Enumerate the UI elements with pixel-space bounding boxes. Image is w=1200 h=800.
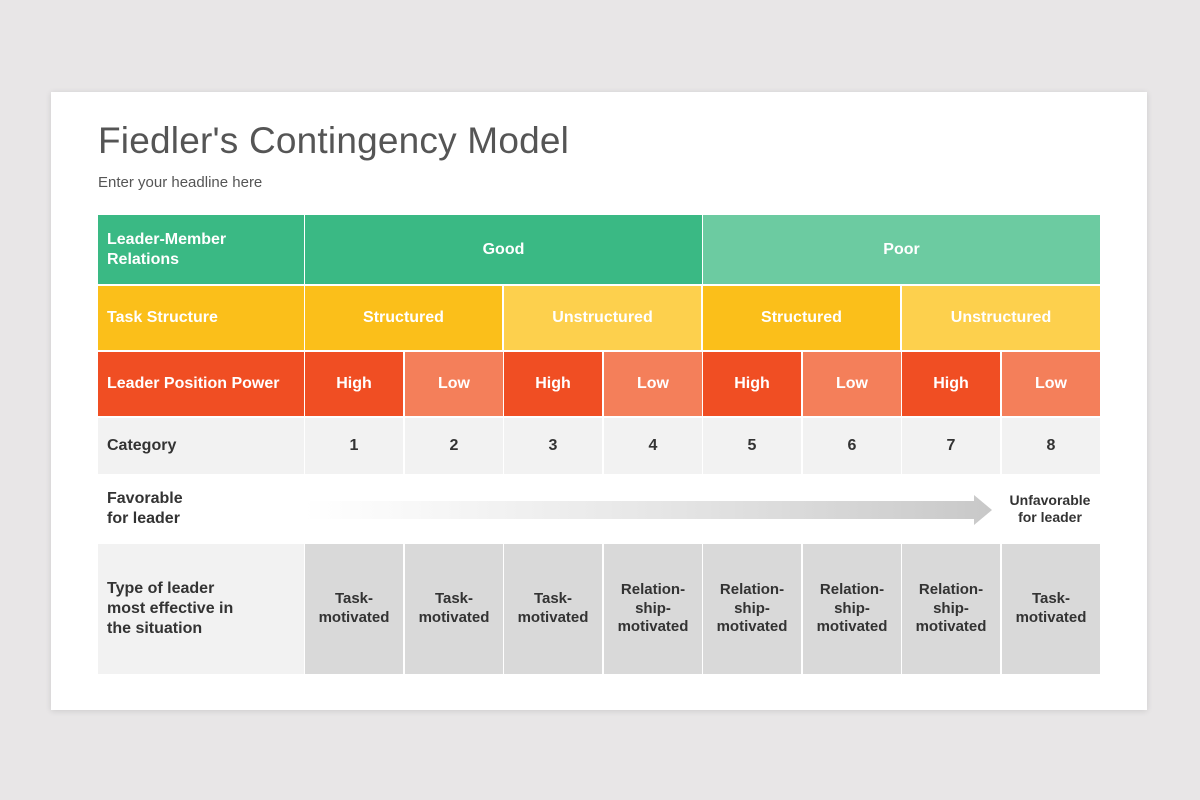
power-row: Leader Position Power High Low High Low … [98, 352, 1100, 416]
task-label: Task Structure [98, 286, 304, 350]
arrow-right-icon [304, 495, 992, 525]
category-cell: 2 [405, 418, 503, 474]
power-cell: Low [604, 352, 702, 416]
leader-type-cell: Relation-ship-motivated [703, 544, 801, 674]
page-title: Fiedler's Contingency Model [98, 120, 570, 161]
leader-type-cell: Relation-ship-motivated [803, 544, 901, 674]
power-cell: High [305, 352, 403, 416]
category-cell: 7 [902, 418, 1000, 474]
leader-type-cell: Task-motivated [405, 544, 503, 674]
category-label: Category [98, 418, 304, 474]
leader-type-cell: Relation-ship-motivated [902, 544, 1000, 674]
favorability-arrow [304, 476, 1004, 542]
leader-type-row: Type of leader most effective in the sit… [98, 544, 1100, 674]
task-cell: Structured [703, 286, 900, 350]
power-cell: Low [405, 352, 503, 416]
power-cell: High [504, 352, 602, 416]
leader-type-cell: Task-motivated [305, 544, 403, 674]
category-cell: 8 [1002, 418, 1100, 474]
category-cell: 1 [305, 418, 403, 474]
category-row: Category 1 2 3 4 5 6 7 8 [98, 418, 1100, 474]
power-cell: Low [1002, 352, 1100, 416]
favorable-label: Favorable for leader [107, 490, 183, 527]
category-cell: 6 [803, 418, 901, 474]
page-subtitle: Enter your headline here [98, 174, 263, 191]
slide: Fiedler's Contingency Model Enter your h… [51, 92, 1147, 710]
leader-type-cell: Relation-ship-motivated [604, 544, 702, 674]
category-cell: 4 [604, 418, 702, 474]
unfavorable-label: Unfavorable for leader [1009, 491, 1091, 526]
category-cell: 5 [703, 418, 801, 474]
power-cell: High [703, 352, 801, 416]
task-row: Task Structure Structured Unstructured S… [98, 286, 1100, 350]
relations-good: Good [305, 215, 702, 284]
task-cell: Unstructured [902, 286, 1100, 350]
relations-poor: Poor [703, 215, 1100, 284]
favorability-row: Favorable for leader Unfavorable for lea… [98, 476, 1100, 542]
relations-row: Leader-Member Relations Good Poor [98, 215, 1100, 284]
power-label: Leader Position Power [98, 352, 304, 416]
leader-type-cell: Task-motivated [1002, 544, 1100, 674]
power-cell: Low [803, 352, 901, 416]
task-cell: Unstructured [504, 286, 701, 350]
power-cell: High [902, 352, 1000, 416]
category-cell: 3 [504, 418, 602, 474]
leader-type-cell: Task-motivated [504, 544, 602, 674]
leader-type-label: Type of leader most effective in the sit… [98, 544, 304, 674]
task-cell: Structured [305, 286, 502, 350]
relations-label: Leader-Member Relations [98, 215, 304, 284]
